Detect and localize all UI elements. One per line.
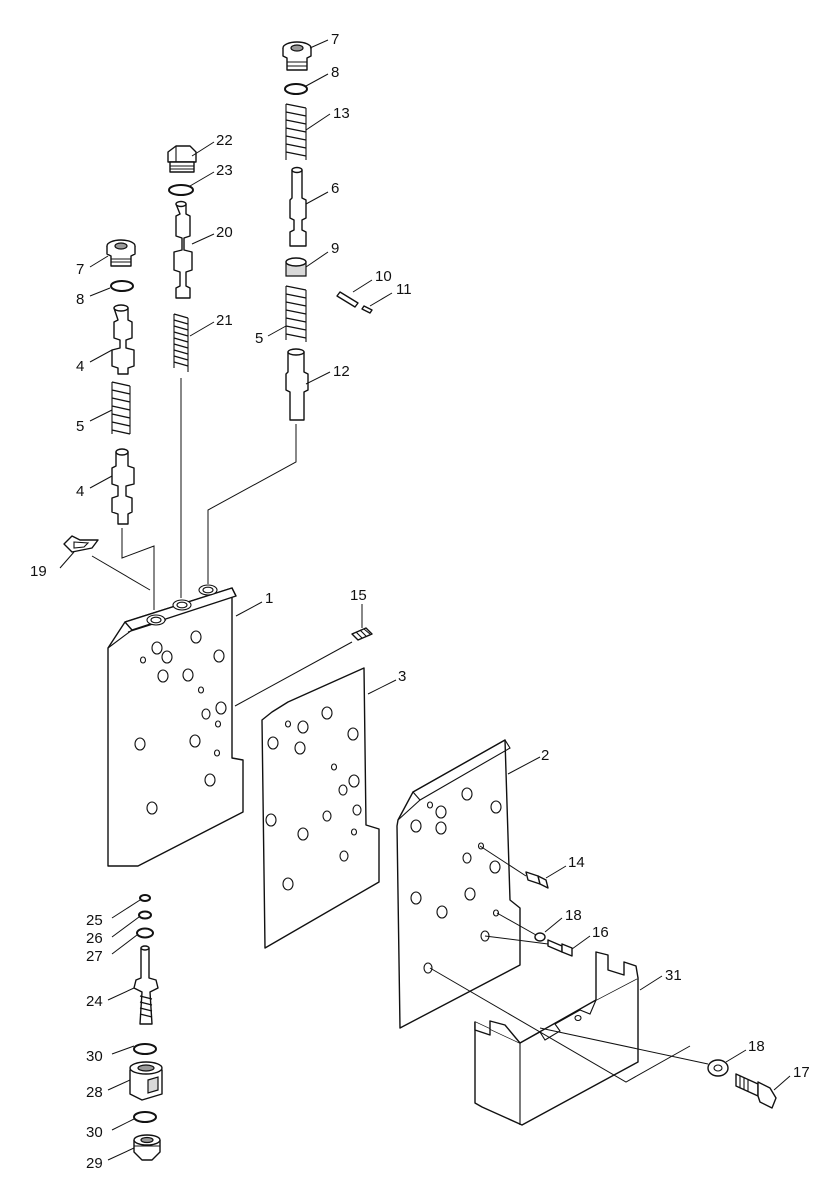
clip-19: [63, 535, 99, 553]
callout-16: 16: [592, 924, 609, 941]
callout-12: 12: [333, 363, 350, 380]
plug-7-right: [282, 41, 312, 71]
plug-9: [285, 257, 307, 277]
callout-7-right: 7: [331, 31, 339, 48]
callout-25: 25: [86, 912, 103, 929]
pin-10: [336, 291, 359, 308]
callout-13: 13: [333, 105, 350, 122]
callout-30-lower: 30: [86, 1124, 103, 1141]
o-ring-23: [168, 184, 194, 196]
callout-30-upper: 30: [86, 1048, 103, 1065]
callout-10: 10: [375, 268, 392, 285]
spring-5-left: [111, 381, 131, 435]
callout-31: 31: [665, 967, 682, 984]
shield-plate: [474, 951, 639, 1126]
plug-7-left: [106, 239, 136, 267]
callout-4-upper: 4: [76, 358, 84, 375]
callout-21: 21: [216, 312, 233, 329]
sleeve-12: [285, 348, 309, 421]
screw-15: [351, 627, 373, 641]
callout-labels: 1 2 3 4 4 5 5 6 7 7 8 8 9 10 11 12 13 14…: [30, 31, 810, 1172]
bolt-14: [525, 871, 549, 889]
callout-4-lower: 4: [76, 483, 84, 500]
callout-2: 2: [541, 747, 549, 764]
callout-11: 11: [396, 281, 412, 298]
callout-6: 6: [331, 180, 339, 197]
callout-8-left: 8: [76, 291, 84, 308]
callout-29: 29: [86, 1155, 103, 1172]
callout-5-right: 5: [255, 330, 263, 347]
callout-24: 24: [86, 993, 103, 1010]
callout-1: 1: [265, 590, 273, 607]
o-ring-8-left: [110, 280, 134, 292]
callout-23: 23: [216, 162, 233, 179]
callout-18-lower: 18: [748, 1038, 765, 1055]
assembly-lines: [91, 378, 709, 1083]
body-28: [129, 1061, 163, 1101]
cover-plate: [396, 739, 521, 1029]
o-ring-30-upper: [133, 1043, 157, 1055]
callout-5-left: 5: [76, 418, 84, 435]
spool-4-lower: [111, 448, 135, 525]
callout-26: 26: [86, 930, 103, 947]
spool-4-upper: [111, 304, 135, 375]
callout-27: 27: [86, 948, 103, 965]
callout-22: 22: [216, 132, 233, 149]
bolt-16: [547, 939, 573, 957]
spring-13: [285, 103, 307, 160]
plug-22: [167, 145, 197, 173]
washer-18-lower: [707, 1059, 729, 1077]
callout-15: 15: [350, 587, 367, 604]
callout-17: 17: [793, 1064, 810, 1081]
callout-9: 9: [331, 240, 339, 257]
plug-29: [133, 1134, 161, 1161]
spring-5-right: [285, 285, 307, 342]
callout-3: 3: [398, 668, 406, 685]
valve-body: [107, 584, 244, 867]
o-ring-25: [139, 894, 151, 902]
bolt-17: [735, 1073, 777, 1109]
pin-11: [361, 305, 373, 314]
o-ring-26: [138, 910, 152, 920]
callout-18-upper: 18: [565, 907, 582, 924]
spring-21: [173, 313, 189, 372]
o-ring-30-lower: [133, 1111, 157, 1123]
callout-19: 19: [30, 563, 47, 580]
callout-20: 20: [216, 224, 233, 241]
callout-14: 14: [568, 854, 585, 871]
o-ring-27: [136, 927, 154, 939]
valve-24: [133, 945, 159, 1025]
separator-plate: [261, 667, 380, 949]
spool-6: [289, 166, 307, 247]
washer-18-upper: [534, 932, 546, 942]
callout-28: 28: [86, 1084, 103, 1101]
callout-8-right: 8: [331, 64, 339, 81]
leader-lines: [59, 39, 791, 1161]
spool-20: [173, 200, 193, 299]
callout-7-left: 7: [76, 261, 84, 278]
o-ring-8-right: [284, 83, 308, 95]
